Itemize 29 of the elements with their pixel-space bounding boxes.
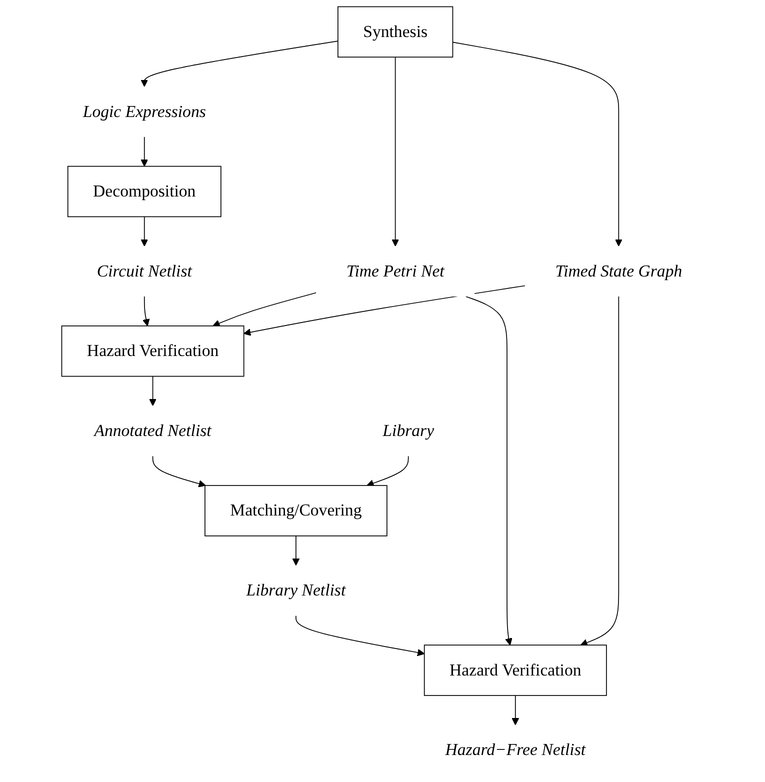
arrow	[296, 615, 425, 656]
arrow	[465, 296, 512, 646]
arrow	[140, 216, 148, 246]
arrow	[452, 42, 622, 246]
node-text: Hazard−Free Netlist	[445, 740, 586, 760]
node-text: Logic Expressions	[82, 102, 206, 121]
node-box: Matching/Covering	[204, 485, 388, 536]
arrow	[244, 285, 526, 336]
node-text: Annotated Netlist	[94, 422, 212, 440]
arrow	[366, 456, 409, 487]
node-box: Decomposition	[67, 166, 222, 218]
node-text: Time Petri Net	[346, 262, 444, 281]
arrow	[140, 136, 148, 167]
node-text: Library Netlist	[246, 581, 346, 600]
node-box: Hazard Verification	[424, 644, 607, 696]
arrow	[512, 695, 520, 726]
node-box: Synthesis	[338, 6, 454, 58]
arrow	[152, 456, 206, 488]
node-text: Timed State Graph	[555, 262, 682, 281]
arrow	[292, 535, 300, 566]
arrow	[149, 376, 156, 406]
arrow	[142, 296, 150, 326]
arrow	[140, 40, 338, 87]
node-box: Hazard Verification	[61, 325, 244, 377]
node-text: Circuit Netlist	[96, 262, 192, 281]
arrow	[212, 292, 316, 327]
arrow	[392, 56, 400, 246]
arrow	[580, 296, 620, 646]
node-text: Library	[382, 422, 434, 440]
